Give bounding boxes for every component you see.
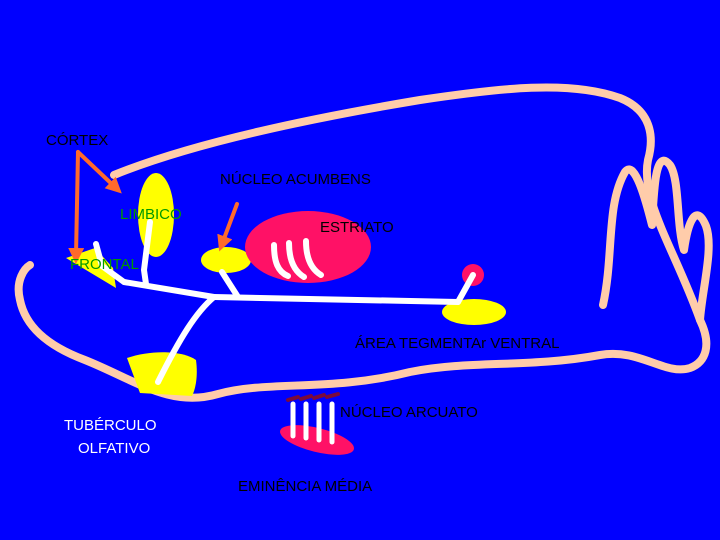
olfactory-tubercle-label: TUBÉRCULO [64,418,157,433]
median-eminence-label: EMINÊNCIA MÉDIA [238,479,372,494]
cortex-label: CÓRTEX [46,133,108,148]
nucleus-accumbens-label: NÚCLEO ACUMBENS [220,172,371,187]
frontal-label: FRONTAL [70,257,139,272]
accumbens-nucleus [201,247,251,273]
arcuate-nucleus-label: NÚCLEO ARCUATO [340,405,478,420]
olfactory-label: OLFATIVO [78,441,150,456]
arcuate-nucleus-marks [288,394,338,400]
limbic-label: LIMBICO [120,207,182,222]
vta-label: ÁREA TEGMENTAr VENTRAL [355,336,560,351]
striatum-label: ESTRIATO [320,220,394,235]
